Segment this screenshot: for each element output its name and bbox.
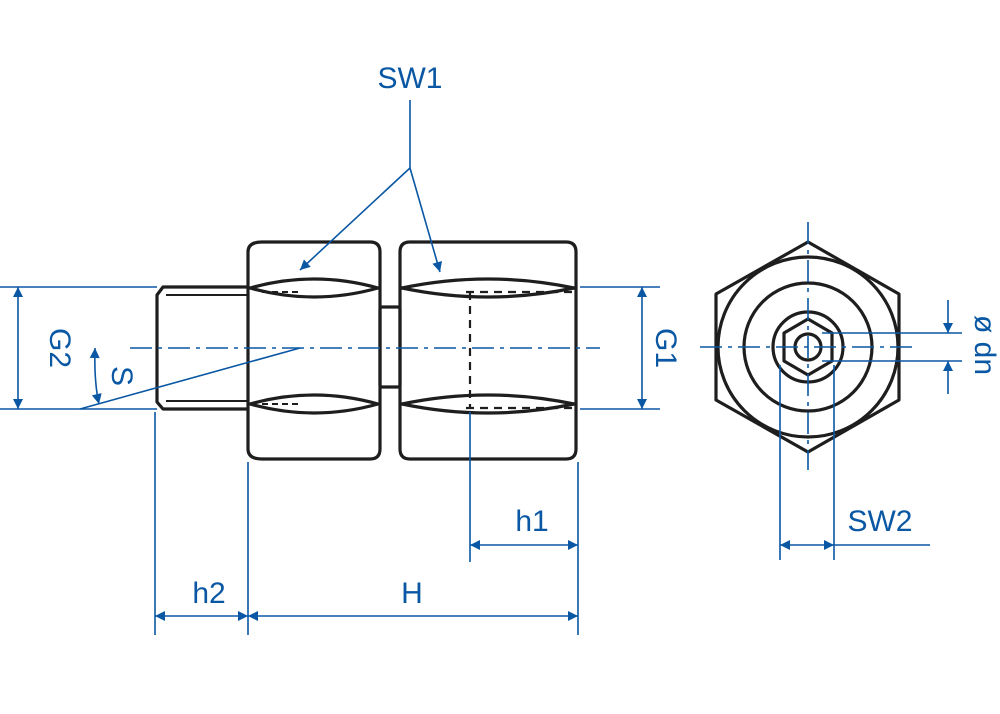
g1-label: G1: [649, 328, 682, 368]
end-view: [700, 222, 915, 470]
left-hex-nut: [246, 240, 382, 461]
right-hex-nut: [398, 240, 578, 461]
s-angle-arc: [89, 347, 102, 405]
sw2-label: SW2: [847, 505, 912, 538]
h-label: H: [401, 577, 423, 610]
g2-label: G2: [43, 328, 76, 368]
male-thread-stub: [155, 285, 250, 411]
h2-label: h2: [192, 577, 225, 610]
connecting-neck: [378, 305, 402, 389]
side-view: [130, 240, 600, 461]
labels: SW1 G2 S G1 h1 h2 H SW2 ø dn: [43, 62, 1000, 610]
h1-label: h1: [515, 505, 548, 538]
sw1-label: SW1: [377, 62, 442, 95]
sw1-leader-right: [409, 167, 443, 273]
dn-label: ø dn: [968, 315, 1000, 375]
s-taper-line: [79, 347, 301, 410]
s-label: S: [105, 366, 138, 386]
dimensions: [0, 100, 962, 635]
sw1-leader-left: [299, 167, 411, 271]
